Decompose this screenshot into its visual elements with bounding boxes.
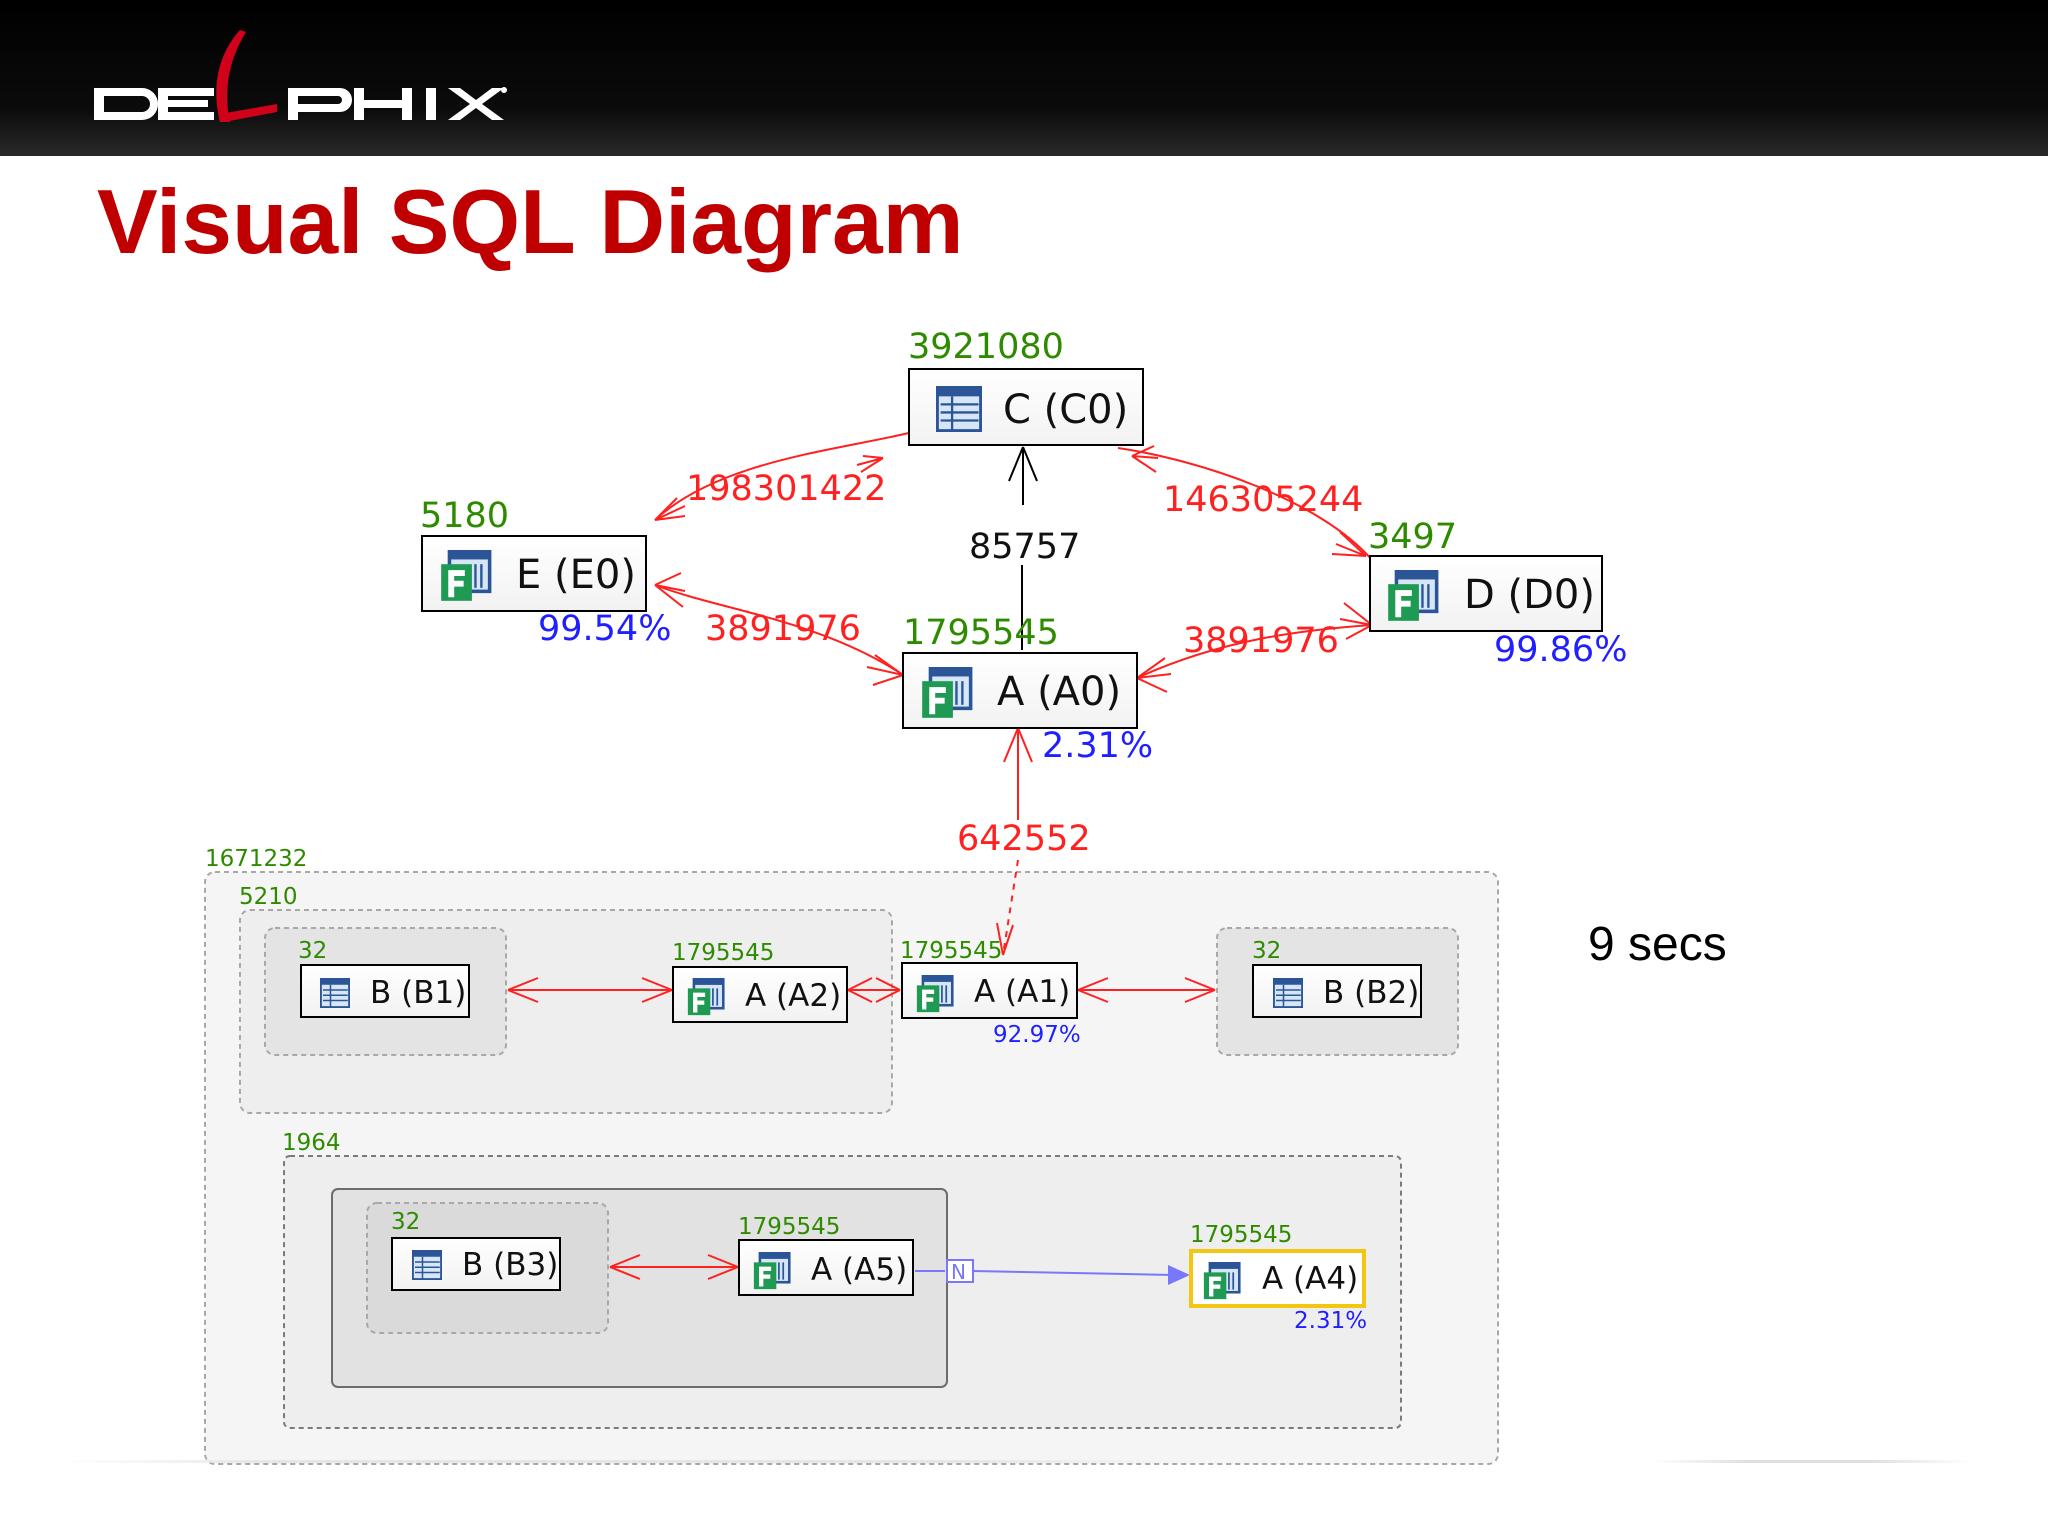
node-percent: 2.31% xyxy=(1042,726,1153,766)
edge-label: 3891976 xyxy=(1183,621,1339,661)
node-a2[interactable]: 1795545 A (A2) xyxy=(672,940,848,1023)
footer-divider-left xyxy=(60,1460,1180,1463)
group-count: 32 xyxy=(391,1209,420,1235)
svg-text:N: N xyxy=(951,1260,966,1284)
group-count: 1964 xyxy=(282,1130,341,1156)
edge-label: 85757 xyxy=(969,527,1080,567)
node-label: A (A0) xyxy=(997,669,1121,715)
node-count: 3497 xyxy=(1368,517,1457,557)
edge-label: 146305244 xyxy=(1163,480,1363,520)
node-label: B (B2) xyxy=(1323,975,1419,1011)
node-label: E (E0) xyxy=(516,552,636,598)
group-count: 5210 xyxy=(239,884,298,910)
node-e0[interactable]: 5180 E (E0) 99.54% xyxy=(420,496,671,649)
node-a4[interactable]: 1795545 A (A4) 2.31% xyxy=(1189,1222,1367,1334)
node-label: C (C0) xyxy=(1003,387,1128,433)
edge-c0-d0 xyxy=(1117,447,1373,561)
node-a0[interactable]: 1795545 A (A0) 2.31% xyxy=(902,613,1153,766)
page-title: Visual SQL Diagram xyxy=(97,172,964,273)
table-icon xyxy=(412,1250,442,1280)
node-count: 1795545 xyxy=(903,613,1059,653)
group-count: 32 xyxy=(1252,938,1281,964)
header-bar xyxy=(0,0,2048,156)
node-count: 3921080 xyxy=(908,327,1064,367)
node-count: 1795545 xyxy=(1190,1222,1292,1248)
node-b2[interactable]: B (B2) xyxy=(1252,964,1422,1018)
node-count: 1795545 xyxy=(738,1214,840,1240)
edge-c0-e0 xyxy=(654,431,914,521)
node-percent: 2.31% xyxy=(1294,1308,1367,1334)
group-count: 32 xyxy=(298,938,327,964)
footer-divider-right xyxy=(1650,1460,1970,1463)
delphix-logo xyxy=(94,30,507,122)
edge-label: 198301422 xyxy=(686,469,886,509)
node-label: A (A1) xyxy=(974,974,1070,1010)
node-percent: 99.54% xyxy=(538,609,671,649)
edge-c0-a0 xyxy=(1008,446,1038,650)
edge-e0-a0 xyxy=(654,584,904,676)
node-a1[interactable]: 1795545 A (A1) 92.97% xyxy=(900,938,1081,1048)
node-percent: 99.86% xyxy=(1494,630,1627,670)
node-label: B (B1) xyxy=(370,975,466,1011)
edge-label: 642552 xyxy=(957,819,1091,859)
edge-label: 3891976 xyxy=(705,609,861,649)
node-label: B (B3) xyxy=(462,1247,558,1283)
node-c0[interactable]: 3921080 C (C0) xyxy=(908,327,1144,446)
node-count: 1795545 xyxy=(672,940,774,966)
table-icon xyxy=(320,978,350,1008)
edge-d0-a0 xyxy=(1136,624,1373,679)
node-count: 1795545 xyxy=(900,938,1002,964)
node-b3[interactable]: B (B3) xyxy=(391,1237,561,1291)
edge-a5-a4: N xyxy=(915,1259,1190,1285)
node-label: A (A2) xyxy=(745,978,841,1014)
node-label: D (D0) xyxy=(1464,572,1595,618)
node-label: A (A4) xyxy=(1262,1261,1358,1297)
node-b1[interactable]: B (B1) xyxy=(300,964,470,1018)
node-a5[interactable]: 1795545 A (A5) xyxy=(738,1214,914,1296)
table-icon xyxy=(936,386,982,432)
group-count: 1671232 xyxy=(205,846,307,872)
node-d0[interactable]: 3497 D (D0) 99.86% xyxy=(1368,517,1627,670)
node-count: 5180 xyxy=(420,496,509,536)
table-icon xyxy=(1273,978,1303,1008)
node-percent: 92.97% xyxy=(993,1022,1081,1048)
timing-note: 9 secs xyxy=(1588,918,1727,971)
node-label: A (A5) xyxy=(811,1252,907,1288)
